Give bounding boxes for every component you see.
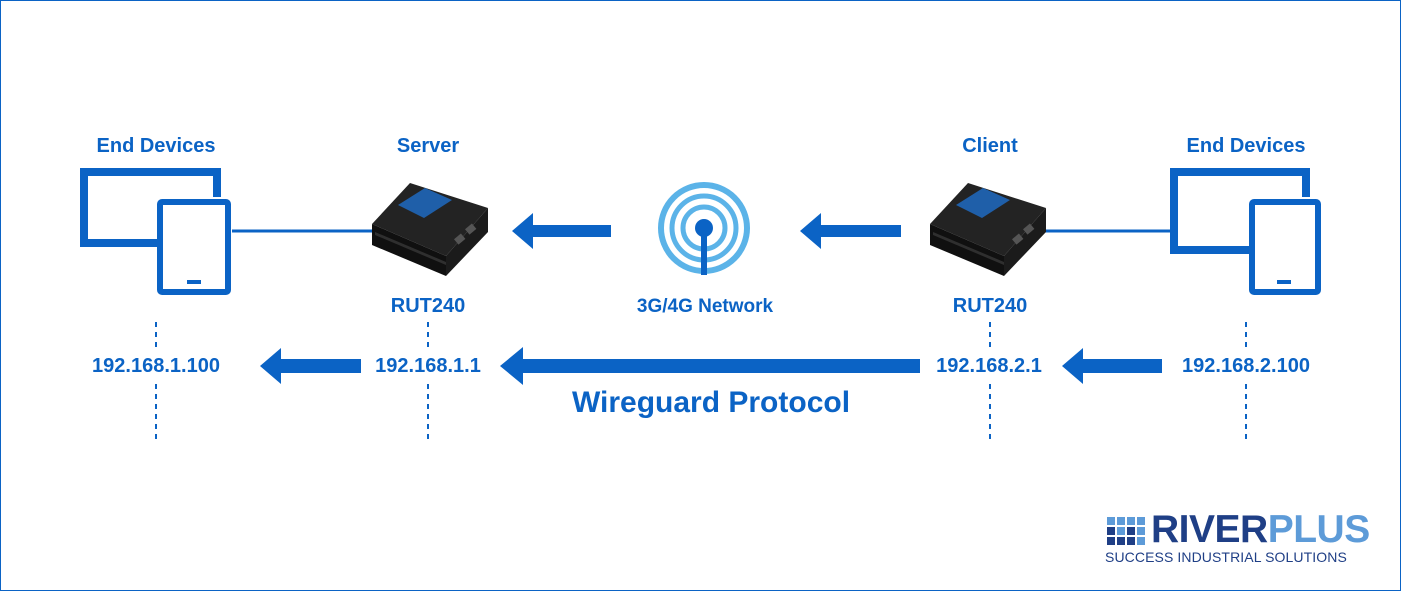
dashed-guides — [155, 322, 1247, 440]
ip-server-label: 192.168.1.1 — [375, 355, 481, 377]
tablet-icon — [1249, 199, 1321, 295]
router-left-label: RUT240 — [390, 295, 466, 317]
logo-word-plus: PLUS — [1267, 508, 1371, 551]
arrow-left-icon — [500, 347, 920, 385]
end-devices-right-label: End Devices — [1186, 135, 1306, 157]
end-devices-left-label: End Devices — [96, 135, 216, 157]
arrow-left-icon — [512, 213, 611, 249]
tablet-icon — [157, 199, 231, 295]
arrow-left-icon — [800, 213, 901, 249]
arrow-left-icon — [260, 348, 361, 384]
ip-end-right-label: 192.168.2.100 — [1182, 355, 1310, 377]
router-icon — [930, 183, 1046, 276]
monitor-icon — [1170, 168, 1310, 254]
riverplus-logo: RIVERPLUS SUCCESS INDUSTRIAL SOLUTIONS — [1105, 510, 1370, 566]
network-label: 3G/4G Network — [636, 296, 774, 317]
logo-word-river: RIVER — [1151, 508, 1268, 551]
logo-tagline: SUCCESS INDUSTRIAL SOLUTIONS — [1105, 549, 1347, 565]
monitor-icon — [80, 168, 221, 247]
logo-mark-icon — [1107, 517, 1145, 545]
ip-client-label: 192.168.2.1 — [936, 355, 1042, 377]
logo-wordmark: RIVERPLUS — [1151, 510, 1370, 549]
arrow-left-icon — [1062, 348, 1162, 384]
antenna-icon — [658, 182, 750, 275]
client-label: Client — [962, 135, 1018, 157]
server-label: Server — [396, 135, 460, 157]
router-right-label: RUT240 — [952, 295, 1028, 317]
protocol-label: Wireguard Protocol — [571, 386, 851, 419]
ip-end-left-label: 192.168.1.100 — [92, 355, 220, 377]
router-icon — [372, 183, 488, 276]
